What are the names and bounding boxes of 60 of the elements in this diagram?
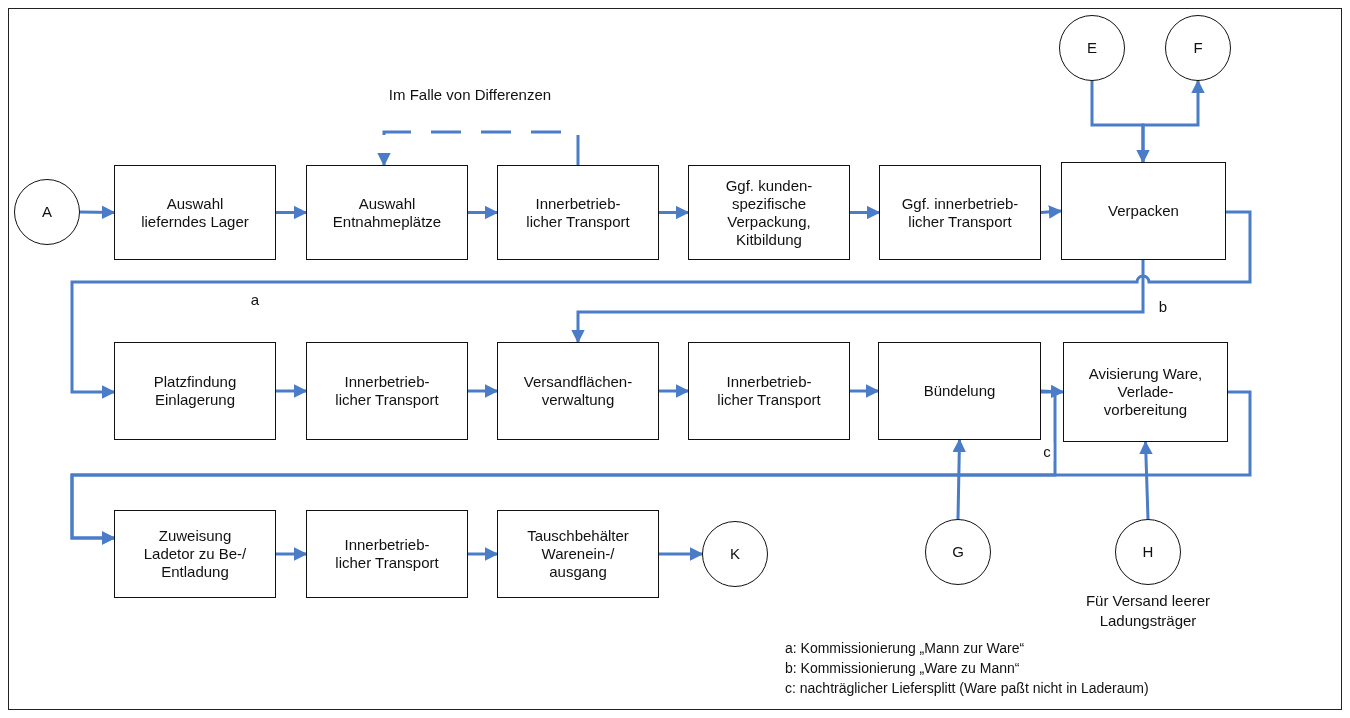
node-label: Auswahl Entnahmeplätze: [331, 194, 443, 231]
process-box: [114, 510, 276, 598]
process-box: [688, 165, 850, 260]
arrow: [850, 384, 880, 398]
arrow: [468, 547, 499, 561]
node-label: Innerbetrieb- licher Transport: [334, 373, 440, 409]
process-box: [1061, 162, 1226, 260]
node-label: Ggf. innerbetrieb- licher Transport: [900, 194, 1020, 231]
arrow: [850, 205, 881, 220]
process-box: [878, 342, 1041, 440]
arrow: [1040, 384, 1065, 399]
process-box: [306, 165, 468, 260]
node-label: Tauschbehälter Warenein-/ ausgang: [526, 527, 630, 581]
node-label: Innerbetrieb- licher Transport: [716, 373, 822, 409]
node-label: H: [1142, 543, 1154, 561]
arrow: [276, 205, 308, 220]
node-label: Innerbetrieb- licher Transport: [525, 194, 631, 231]
process-box: [879, 165, 1041, 260]
arrow: [276, 547, 308, 561]
process-box: [688, 342, 850, 440]
node-label: Platzfindung Einlagerung: [152, 373, 238, 409]
node-label: K: [730, 545, 740, 563]
node-label: F: [1193, 39, 1203, 57]
arrow: [659, 384, 690, 398]
arrow: [571, 260, 1145, 344]
arrow: [1139, 440, 1153, 520]
node-label: Verpacken: [1108, 202, 1179, 220]
arrow: [468, 205, 499, 220]
process-box: [306, 342, 468, 440]
note-text: a: Kommissionierung „Mann zur Ware“: [785, 639, 1026, 658]
node-label: Innerbetrieb- licher Transport: [334, 536, 440, 572]
arrow: [79, 205, 116, 220]
node-caption: Für Versand leerer Ladungsträger: [1084, 591, 1212, 631]
node-label: Zuweisung Ladetor zu Be-/ Entladung: [142, 527, 248, 581]
process-box: [497, 342, 659, 440]
process-box: [497, 165, 659, 260]
node-label: Auswahl lieferndes Lager: [140, 194, 250, 231]
note-text: b: Kommissionierung „Ware zu Mann“: [785, 659, 1021, 678]
arrow: [1141, 79, 1205, 162]
node-label: Bündelung: [923, 382, 996, 400]
node-label: Versandflächen- verwaltung: [522, 373, 634, 409]
process-box: [114, 342, 276, 440]
process-box: [1063, 342, 1228, 442]
dashed-arrow: [377, 130, 580, 167]
node-label: Avisierung Ware, Verlade- vorbereitung: [1087, 365, 1204, 419]
node-label: G: [952, 543, 964, 561]
arrow: [468, 384, 499, 398]
node-label: Ggf. kunden- spezifische Verpackung, Kitbildung: [724, 176, 814, 249]
arrow: [659, 205, 690, 220]
node-label: E: [1087, 39, 1097, 57]
process-box: [497, 510, 659, 598]
arrow: [952, 438, 966, 520]
arrow: [1040, 205, 1063, 219]
arrow: [276, 384, 308, 398]
arrow: [659, 547, 704, 561]
process-box: [114, 165, 276, 260]
arrow: [70, 390, 1252, 545]
note-text: c: nachträglicher Liefersplitt (Ware paßt nicht in Laderaum): [785, 679, 1149, 698]
node-label: A: [42, 203, 52, 221]
process-box: [306, 510, 468, 598]
